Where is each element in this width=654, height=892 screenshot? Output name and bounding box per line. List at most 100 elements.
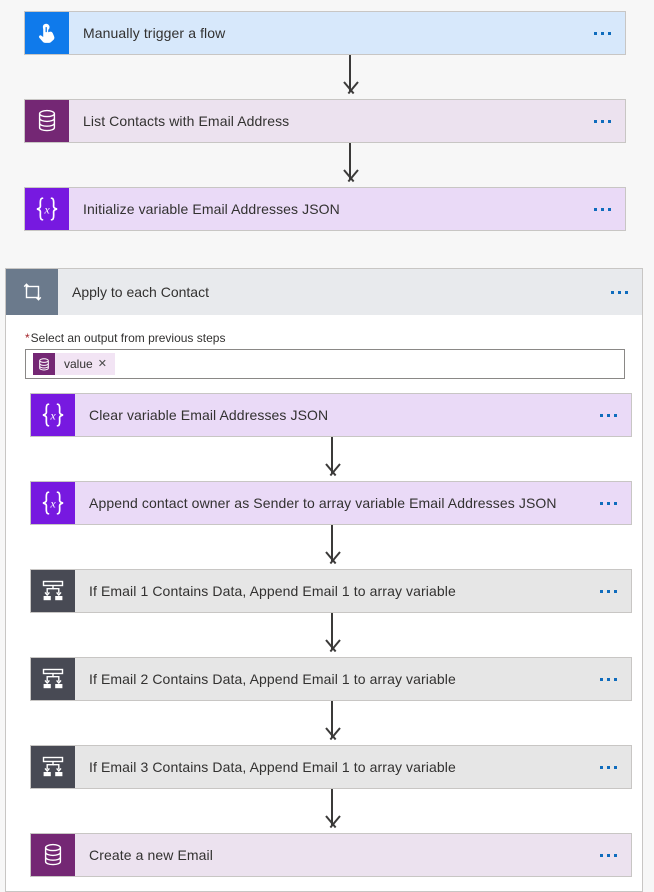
menu-dot bbox=[613, 413, 617, 417]
connector-line bbox=[349, 143, 351, 179]
flow-connector-arrow bbox=[30, 701, 632, 745]
flow-step-card[interactable]: If Email 2 Contains Data, Append Email 1… bbox=[30, 657, 632, 701]
connector-line bbox=[331, 525, 333, 561]
value-token[interactable]: value ✕ bbox=[33, 353, 115, 375]
menu-dot bbox=[617, 290, 621, 294]
menu-dot bbox=[593, 207, 597, 211]
flow-step-label: If Email 3 Contains Data, Append Email 1… bbox=[89, 759, 456, 775]
connector-line bbox=[331, 701, 333, 737]
menu-dot bbox=[613, 589, 617, 593]
menu-dot bbox=[600, 31, 604, 35]
svg-text:x: x bbox=[49, 497, 56, 511]
menu-dot bbox=[624, 290, 628, 294]
output-field-label: *Select an output from previous steps bbox=[25, 331, 625, 345]
flow-step-label: If Email 2 Contains Data, Append Email 1… bbox=[89, 671, 456, 687]
flow-step-card[interactable]: List Contacts with Email Address bbox=[24, 99, 626, 143]
select-output-input[interactable]: value ✕ bbox=[25, 349, 625, 379]
arrow-head-icon bbox=[340, 82, 360, 96]
flow-step-label: Manually trigger a flow bbox=[83, 25, 226, 41]
menu-dot bbox=[606, 677, 610, 681]
scope-body: *Select an output from previous steps va… bbox=[6, 331, 642, 891]
menu-dot bbox=[607, 119, 611, 123]
arrow-head-icon bbox=[322, 816, 342, 830]
svg-text:x: x bbox=[49, 409, 56, 423]
flow-connector-arrow bbox=[24, 55, 626, 99]
flow-step-menu-button[interactable] bbox=[585, 658, 631, 700]
flow-connector-arrow bbox=[30, 613, 632, 657]
condition-branch-icon bbox=[31, 658, 75, 700]
output-field-label-text: Select an output from previous steps bbox=[30, 331, 226, 345]
flow-step-label: List Contacts with Email Address bbox=[83, 113, 290, 129]
close-icon[interactable]: ✕ bbox=[97, 357, 107, 370]
flow-step-card[interactable]: If Email 1 Contains Data, Append Email 1… bbox=[30, 569, 632, 613]
flow-step-menu-button[interactable] bbox=[579, 100, 625, 142]
flow-step-card[interactable]: x Initialize variable Email Addresses JSO… bbox=[24, 187, 626, 231]
flow-step-card[interactable]: Manually trigger a flow bbox=[24, 11, 626, 55]
flow-step-menu-button[interactable] bbox=[585, 746, 631, 788]
flow-step-menu-button[interactable] bbox=[585, 394, 631, 436]
menu-dot bbox=[599, 677, 603, 681]
flow-connector-arrow bbox=[30, 789, 632, 833]
flow-step-menu-button[interactable] bbox=[579, 188, 625, 230]
menu-dot bbox=[606, 589, 610, 593]
flow-connector-arrow bbox=[30, 437, 632, 481]
flow-step-menu-button[interactable] bbox=[579, 12, 625, 54]
menu-dot bbox=[599, 589, 603, 593]
database-icon bbox=[33, 353, 55, 375]
menu-dot bbox=[599, 501, 603, 505]
arrow-head-icon bbox=[322, 552, 342, 566]
menu-dot bbox=[593, 119, 597, 123]
flow-step-label: Clear variable Email Addresses JSON bbox=[89, 407, 329, 423]
menu-dot bbox=[613, 765, 617, 769]
scope-header[interactable]: Apply to each Contact bbox=[6, 269, 642, 315]
menu-dot bbox=[613, 501, 617, 505]
arrow-head-icon bbox=[322, 464, 342, 478]
variable-braces-icon: x bbox=[31, 394, 75, 436]
flow-step-label: Append contact owner as Sender to array … bbox=[89, 495, 557, 511]
menu-dot bbox=[607, 207, 611, 211]
flow-step-card[interactable]: x Append contact owner as Sender to array… bbox=[30, 481, 632, 525]
scope-title: Apply to each Contact bbox=[72, 284, 209, 300]
flow-step-menu-button[interactable] bbox=[585, 834, 631, 876]
arrow-head-icon bbox=[322, 728, 342, 742]
flow-step-card[interactable]: x Clear variable Email Addresses JSON bbox=[30, 393, 632, 437]
menu-dot bbox=[613, 853, 617, 857]
flow-step-card[interactable]: Create a new Email bbox=[30, 833, 632, 877]
required-asterisk: * bbox=[25, 331, 30, 345]
arrow-head-icon bbox=[322, 640, 342, 654]
database-icon bbox=[25, 100, 69, 142]
menu-dot bbox=[606, 853, 610, 857]
flow-step-label: If Email 1 Contains Data, Append Email 1… bbox=[89, 583, 456, 599]
connector-line bbox=[331, 613, 333, 649]
variable-braces-icon: x bbox=[25, 188, 69, 230]
flow-step-menu-button[interactable] bbox=[585, 570, 631, 612]
condition-branch-icon bbox=[31, 746, 75, 788]
menu-dot bbox=[599, 413, 603, 417]
svg-text:x: x bbox=[43, 203, 50, 217]
connector-line bbox=[331, 437, 333, 473]
connector-line bbox=[331, 789, 333, 825]
menu-dot bbox=[606, 413, 610, 417]
menu-dot bbox=[599, 853, 603, 857]
variable-braces-icon: x bbox=[31, 482, 75, 524]
flow-step-label: Initialize variable Email Addresses JSON bbox=[83, 201, 340, 217]
loop-icon bbox=[6, 269, 58, 315]
menu-dot bbox=[607, 31, 611, 35]
menu-dot bbox=[613, 677, 617, 681]
flow-step-label: Create a new Email bbox=[89, 847, 213, 863]
value-token-label: value bbox=[64, 357, 93, 371]
menu-dot bbox=[600, 119, 604, 123]
scope-menu-button[interactable] bbox=[596, 269, 642, 315]
menu-dot bbox=[593, 31, 597, 35]
connector-line bbox=[349, 55, 351, 91]
database-icon bbox=[31, 834, 75, 876]
menu-dot bbox=[610, 290, 614, 294]
menu-dot bbox=[599, 765, 603, 769]
flow-step-menu-button[interactable] bbox=[585, 482, 631, 524]
menu-dot bbox=[606, 765, 610, 769]
hand-pointer-icon bbox=[25, 12, 69, 54]
flow-connector-arrow bbox=[24, 143, 626, 187]
flow-step-card[interactable]: If Email 3 Contains Data, Append Email 1… bbox=[30, 745, 632, 789]
menu-dot bbox=[600, 207, 604, 211]
